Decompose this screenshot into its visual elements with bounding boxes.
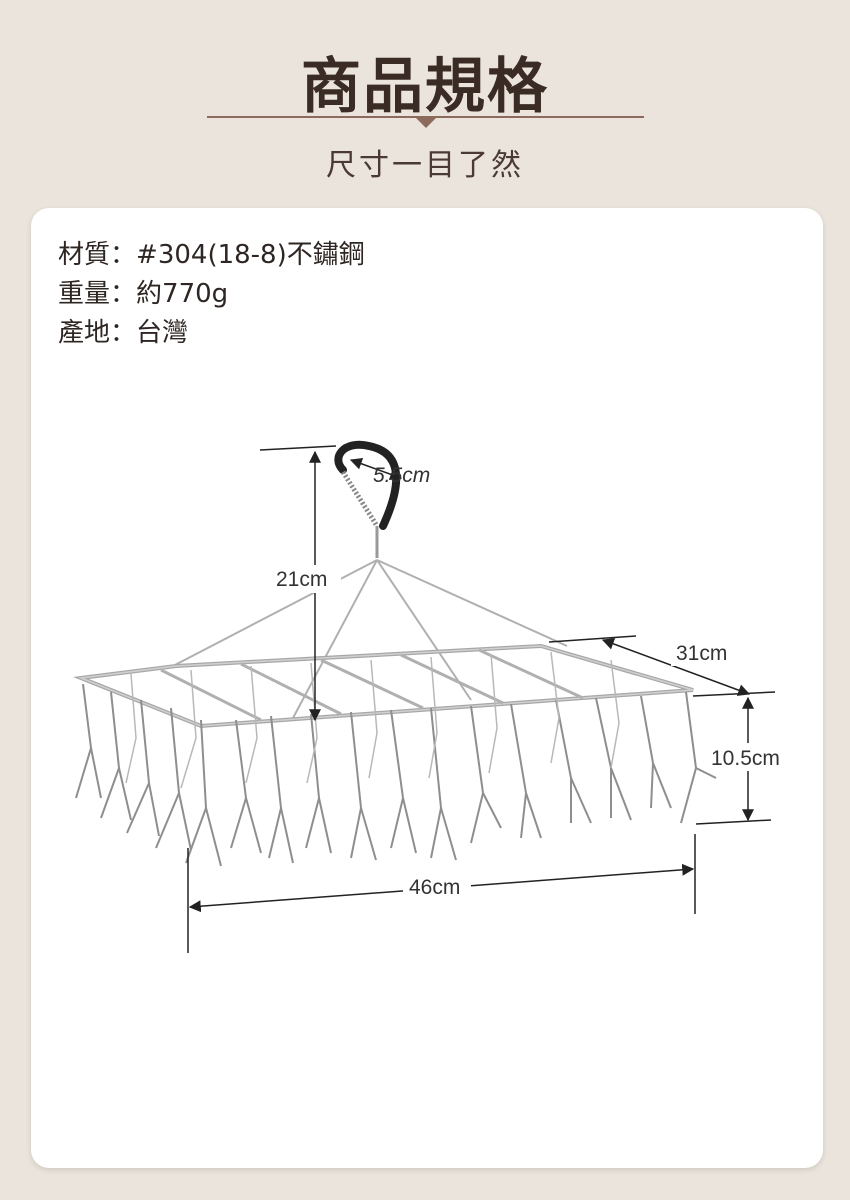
spec-origin: 產地：台灣: [58, 314, 365, 353]
dimension-hook-width: 5.5cm: [349, 458, 430, 487]
clothes-hanger-icon: [73, 440, 717, 867]
spec-value: 台灣: [136, 318, 189, 348]
dimension-total-height: 21cm: [259, 445, 341, 722]
hook-width-label: 5.5cm: [373, 464, 430, 487]
height-label: 21cm: [276, 568, 327, 591]
divider-caret-icon: [414, 116, 438, 128]
hanger-dimension-diagram: 5.5cm 21cm 31cm 10.5cm: [73, 440, 791, 953]
page-title: 商品規格: [301, 52, 549, 122]
spec-label: 產地: [58, 318, 111, 348]
depth-label: 31cm: [676, 642, 727, 665]
spec-separator: ：: [110, 240, 137, 270]
page-subtitle: 尺寸一目了然: [326, 148, 524, 183]
spec-material: 材質：#304(18-8)不鏽鋼: [58, 236, 365, 275]
spec-list: 材質：#304(18-8)不鏽鋼 重量：約770g 產地：台灣: [58, 236, 365, 353]
spec-separator: ：: [110, 279, 137, 309]
spec-card: 材質：#304(18-8)不鏽鋼 重量：約770g 產地：台灣: [31, 208, 823, 1168]
spec-value: 約770g: [136, 279, 229, 309]
spec-label: 材質: [58, 240, 111, 270]
dimension-width: 46cm: [187, 834, 696, 953]
clip-height-label: 10.5cm: [711, 747, 780, 770]
spec-label: 重量: [58, 279, 111, 309]
spec-separator: ：: [110, 318, 137, 348]
spec-value: #304(18-8)不鏽鋼: [136, 240, 365, 270]
dimension-depth: 31cm: [548, 635, 776, 697]
spec-weight: 重量：約770g: [58, 275, 365, 314]
dimension-clip-height: 10.5cm: [695, 696, 791, 825]
width-label: 46cm: [409, 876, 460, 899]
